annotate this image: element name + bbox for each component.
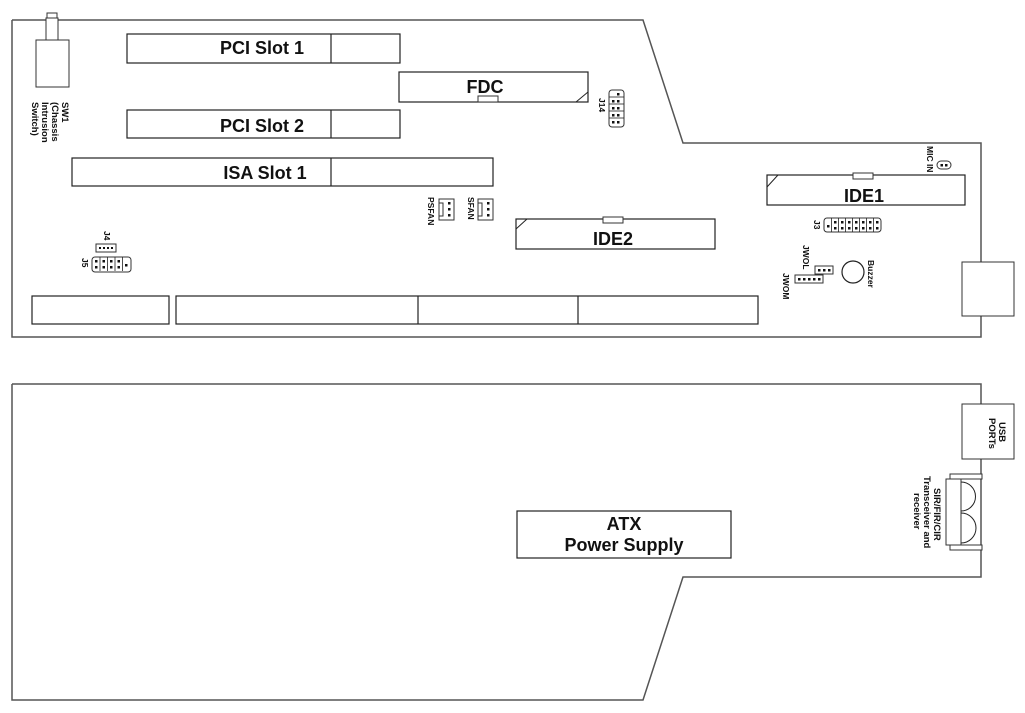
header-pin [834, 227, 837, 230]
header-pin [117, 260, 120, 263]
ide1-label: IDE1 [844, 186, 884, 206]
j4-header: J4 [95, 231, 117, 253]
isa-slot-1: ISA Slot 1 [71, 157, 494, 187]
isa-slot-1-label: ISA Slot 1 [223, 163, 306, 183]
sw1-label-line-1: SW1 [59, 102, 70, 123]
rear-io-box-2 [175, 295, 759, 325]
header-pin [95, 260, 98, 263]
pci-slot-1: PCI Slot 1 [126, 33, 401, 64]
buzzer: Buzzer [841, 260, 876, 289]
rear-io-port [961, 261, 1015, 317]
header-pin [869, 221, 872, 224]
buzzer-label: Buzzer [866, 260, 876, 289]
header-pin [841, 221, 844, 224]
header-pin [827, 225, 830, 228]
header-pin [855, 227, 858, 230]
mic-in-header: MIC IN [925, 146, 952, 172]
sir-fir-cir-transceiver: SIR/FIR/CIR Transceiver and receiver [911, 473, 983, 551]
header-pin [102, 266, 105, 269]
pci-slot-2-label: PCI Slot 2 [220, 116, 304, 136]
ide1-connector: IDE1 [766, 172, 966, 206]
fdc-connector: FDC [398, 71, 589, 103]
j14-pins [612, 93, 620, 124]
header-pin [855, 221, 858, 224]
jwom-header: JWOM [781, 273, 824, 299]
atx-label-line-2: Power Supply [564, 535, 683, 555]
sw1-label-line-3: Intrusion [39, 102, 50, 143]
header-pin [869, 227, 872, 230]
sw1-label-line-2: (Chassis [49, 102, 60, 142]
psfan-header: PSFAN [426, 197, 455, 225]
header-pin [876, 221, 879, 224]
header-pin [848, 221, 851, 224]
header-pin [102, 260, 105, 263]
header-pin [862, 221, 865, 224]
rear-io-connectors [31, 295, 759, 325]
ide2-connector: IDE2 [515, 216, 716, 250]
header-pin [117, 266, 120, 269]
pci-slot-1-label: PCI Slot 1 [220, 38, 304, 58]
header-pin [862, 227, 865, 230]
header-pin [110, 266, 113, 269]
psfan-label: PSFAN [426, 197, 436, 225]
usb-ports: USB PORTs [961, 403, 1015, 460]
ide2-label: IDE2 [593, 229, 633, 249]
j4-label: J4 [102, 231, 112, 241]
lower-board-outline [11, 383, 982, 701]
j3-label: J3 [812, 220, 822, 230]
usb-label-line-2: PORTs [986, 418, 997, 449]
j3-header: J3 [812, 217, 882, 233]
atx-label-line-1: ATX [607, 514, 642, 534]
header-pin [841, 227, 844, 230]
upper-board-outline [11, 19, 982, 338]
header-pin [110, 260, 113, 263]
usb-label-line-1: USB [996, 422, 1007, 442]
fdc-label: FDC [467, 77, 504, 97]
header-pin [876, 227, 879, 230]
sir-label-line-3: receiver [911, 493, 922, 530]
rear-io-box-1 [31, 295, 170, 325]
j14-label: J14 [597, 98, 607, 112]
sw1-label-line-4: Switch) [29, 102, 40, 136]
header-pin [95, 266, 98, 269]
sfan-header: SFAN [466, 197, 494, 221]
sir-label-line-2: Transceiver and [921, 476, 932, 549]
j5-header: J5 [80, 256, 132, 273]
jwol-label: JWOL [801, 245, 811, 270]
sir-label-line-1: SIR/FIR/CIR [931, 488, 942, 541]
j14-header: J14 [597, 89, 625, 128]
header-pin [125, 264, 128, 267]
sw1-chassis-intrusion-switch: SW1 (Chassis Intrusion Switch) [29, 12, 70, 143]
atx-power-supply: ATX Power Supply [516, 510, 732, 559]
j5-label: J5 [80, 258, 90, 268]
jwom-label: JWOM [781, 273, 791, 299]
header-pin [834, 221, 837, 224]
pci-slot-2: PCI Slot 2 [126, 109, 401, 139]
sfan-label: SFAN [466, 197, 476, 220]
header-pin [848, 227, 851, 230]
jwol-header: JWOL [801, 245, 834, 275]
mic-in-label: MIC IN [925, 146, 935, 172]
